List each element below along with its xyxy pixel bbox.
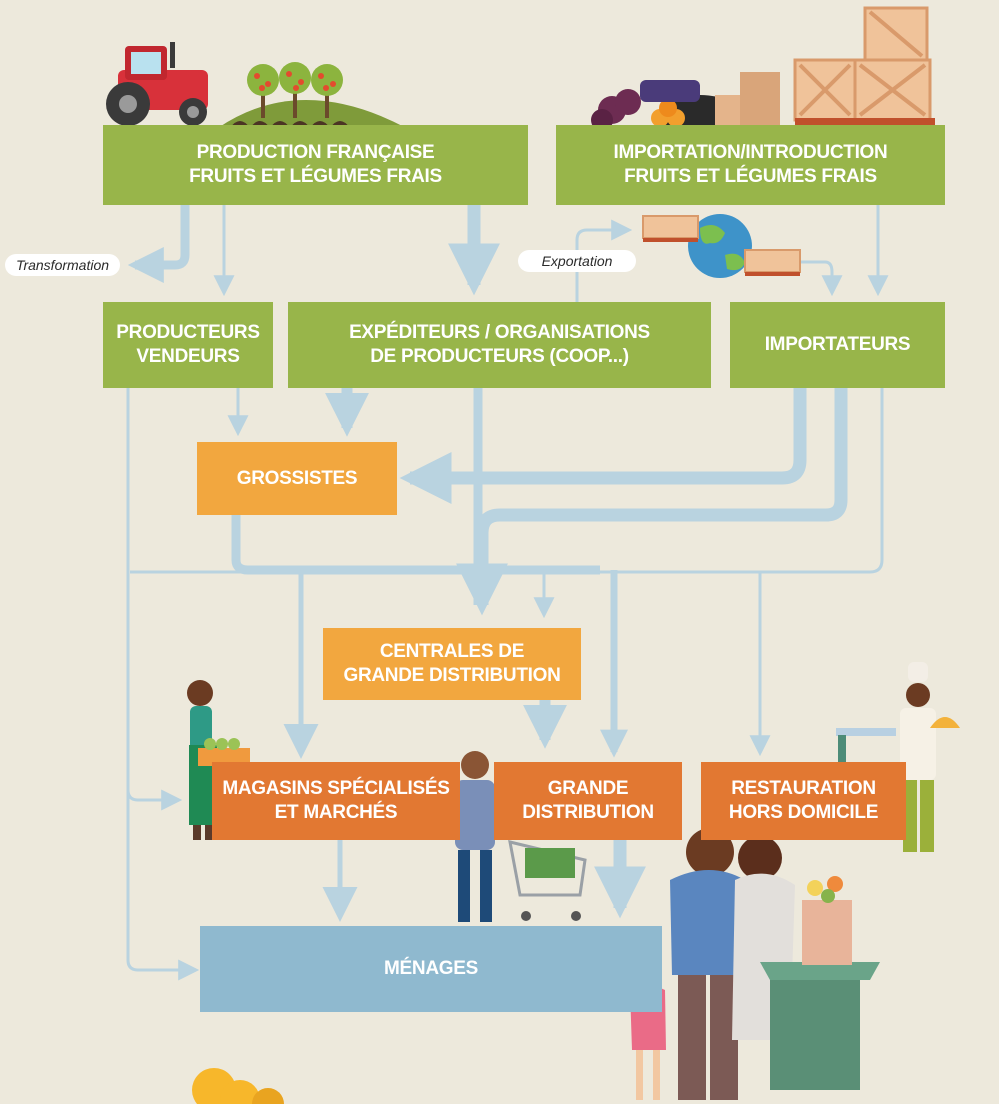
family-illustration <box>630 828 880 1100</box>
arrow-export-importateurs <box>800 260 843 297</box>
importation-box: IMPORTATION/INTRODUCTION FRUITS ET LÉGUM… <box>556 125 945 205</box>
arrow-production-transformation <box>127 205 190 283</box>
tree-icon <box>311 64 343 118</box>
crate-icon <box>793 58 857 122</box>
arrow-expediteurs-exportation <box>575 219 633 302</box>
exportation-label: Exportation <box>518 250 636 272</box>
expediteurs-box: EXPÉDITEURS / ORGANISATIONS DE PRODUCTEU… <box>288 302 711 388</box>
farm-illustration <box>106 42 410 130</box>
grossistes-box: GROSSISTES <box>197 442 397 515</box>
grande-distribution-box: GRANDE DISTRIBUTION <box>494 762 682 840</box>
crate-icon <box>863 6 929 62</box>
importateurs-box: IMPORTATEURS <box>730 302 945 388</box>
crate-icon <box>744 249 801 276</box>
restauration-box: RESTAURATION HORS DOMICILE <box>701 762 906 840</box>
menages-box: MÉNAGES <box>200 926 662 1012</box>
arrow-producteurs-magasins <box>126 388 183 811</box>
transformation-label: Transformation <box>5 254 120 276</box>
chef-illustration <box>836 662 960 852</box>
crate-icon <box>642 215 699 242</box>
production-francaise-box: PRODUCTION FRANÇAISE FRUITS ET LÉGUMES F… <box>103 125 528 205</box>
centrales-box: CENTRALES DE GRANDE DISTRIBUTION <box>323 628 581 700</box>
crate-icon <box>853 58 932 122</box>
tractor-icon <box>106 42 208 126</box>
sun-decoration <box>192 1068 284 1104</box>
tree-icon <box>247 64 279 118</box>
imports-illustration <box>591 6 935 145</box>
arrow-importateurs-grossistes <box>399 388 807 504</box>
producteurs-vendeurs-box: PRODUCTEURS VENDEURS <box>103 302 273 388</box>
globe-icon <box>688 214 752 278</box>
arrow-importateurs-centrales <box>456 388 848 616</box>
tree-icon <box>279 62 311 118</box>
magasins-box: MAGASINS SPÉCIALISÉS ET MARCHÉS <box>212 762 460 840</box>
arrow-producteurs-menages <box>126 790 200 981</box>
vendor-woman-illustration <box>187 680 250 840</box>
arrow-importateurs-network <box>130 388 884 574</box>
shopper-illustration <box>455 751 587 922</box>
arrow-grossistes-network <box>231 515 600 575</box>
